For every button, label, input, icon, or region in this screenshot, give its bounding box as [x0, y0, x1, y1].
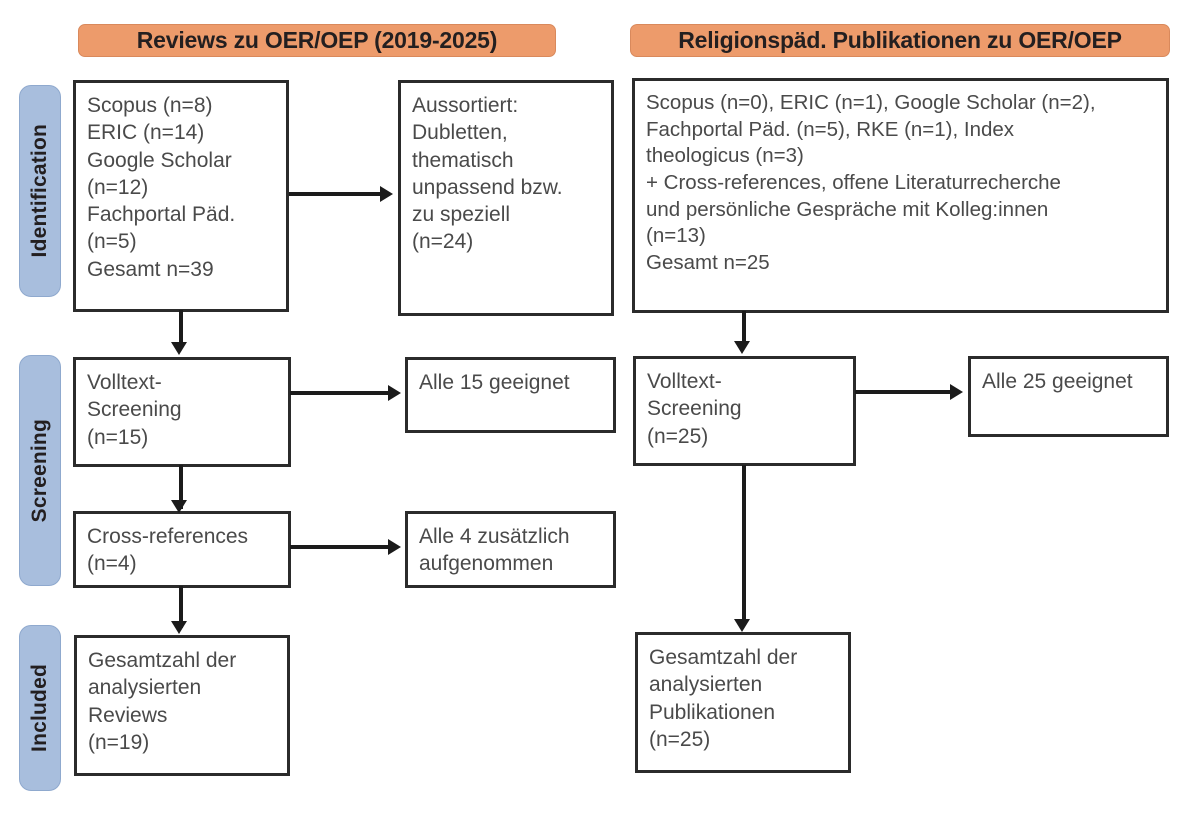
- column-header-right: Religionspäd. Publikationen zu OER/OEP: [630, 24, 1170, 57]
- left-screening-result-box: Alle 15 geeignet: [405, 357, 616, 433]
- stage-label-included: Included: [19, 625, 61, 791]
- connector-right-screening-to-included: [742, 465, 746, 625]
- arrowhead-left-crossrefs-to-included: [171, 621, 187, 634]
- arrowhead-left-ident-to-excluded: [380, 186, 393, 202]
- left-identification-sources-box: Scopus (n=8) ERIC (n=14) Google Scholar …: [73, 80, 289, 312]
- arrowhead-left-screening-to-result: [388, 385, 401, 401]
- connector-right-ident-to-screening: [742, 311, 746, 346]
- arrowhead-right-screening-to-result: [950, 384, 963, 400]
- arrowhead-left-ident-to-screening: [171, 342, 187, 355]
- left-fulltext-screening-box: Volltext- Screening (n=15): [73, 357, 291, 467]
- stage-label-identification: Identification: [19, 85, 61, 297]
- arrowhead-left-screening-to-crossrefs: [171, 500, 187, 513]
- right-fulltext-screening-box: Volltext- Screening (n=25): [633, 356, 856, 466]
- connector-left-screening-to-crossrefs: [179, 465, 183, 509]
- connector-left-ident-to-excluded: [289, 192, 382, 196]
- connector-left-ident-to-screening: [179, 310, 183, 346]
- arrowhead-left-crossrefs-to-result: [388, 539, 401, 555]
- right-included-total-box: Gesamtzahl der analysierten Publikatione…: [635, 632, 851, 773]
- left-crossreferences-result-box: Alle 4 zusätzlich aufgenommen: [405, 511, 616, 588]
- left-crossreferences-box: Cross-references (n=4): [73, 511, 291, 588]
- right-screening-result-box: Alle 25 geeignet: [968, 356, 1169, 437]
- arrowhead-right-screening-to-included: [734, 619, 750, 632]
- connector-left-crossrefs-to-result: [290, 545, 390, 549]
- left-excluded-box: Aussortiert: Dubletten, thematisch unpas…: [398, 80, 614, 316]
- column-header-left: Reviews zu OER/OEP (2019-2025): [78, 24, 556, 57]
- arrowhead-right-ident-to-screening: [734, 341, 750, 354]
- stage-label-screening-text: Screening: [28, 418, 51, 523]
- connector-left-crossrefs-to-included: [179, 586, 183, 628]
- connector-right-screening-to-result: [855, 390, 955, 394]
- connector-left-screening-to-result: [290, 391, 390, 395]
- left-included-total-box: Gesamtzahl der analysierten Reviews (n=1…: [74, 635, 290, 776]
- stage-label-included-text: Included: [28, 664, 51, 752]
- right-identification-sources-box: Scopus (n=0), ERIC (n=1), Google Scholar…: [632, 78, 1169, 313]
- stage-label-identification-text: Identification: [28, 124, 51, 258]
- stage-label-screening: Screening: [19, 355, 61, 586]
